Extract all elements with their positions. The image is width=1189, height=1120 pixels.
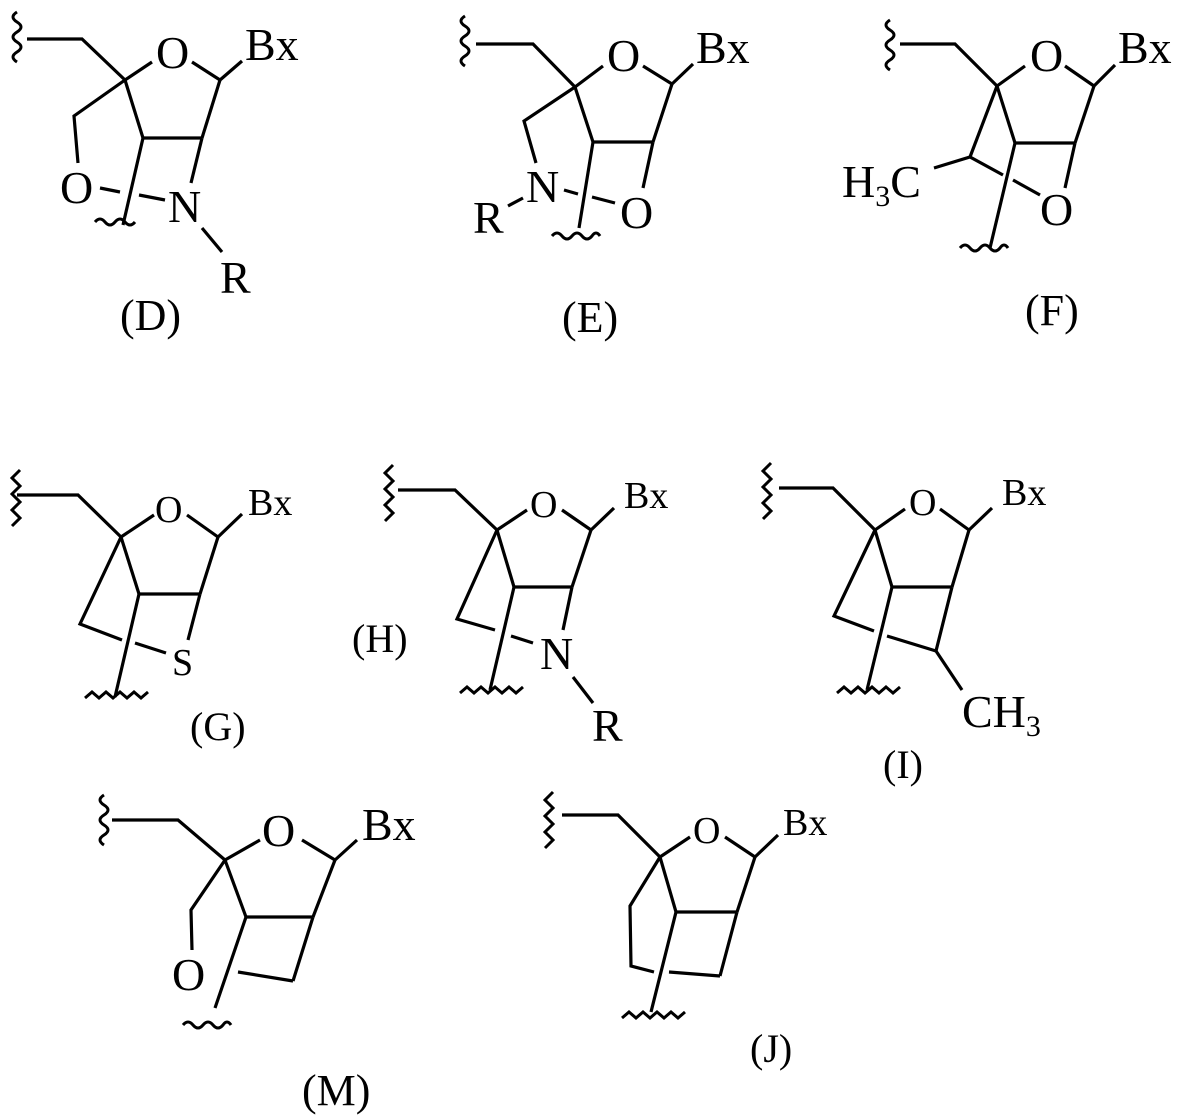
base-label: Bx [783,802,827,844]
ring-oxygen: O [1030,30,1063,81]
ring-oxygen: O [530,484,557,526]
nitrogen: N [540,628,573,679]
r-group: R [220,252,251,303]
wavy-bond-icon [181,1020,233,1030]
structure-i: O Bx CH3 (I) [760,461,1046,787]
wavy-bond-icon [11,10,23,64]
wavy-bond-icon [550,231,602,241]
structure-f: O Bx H3C O (F) [842,18,1172,335]
wavy-bond-icon [958,243,1010,253]
ring-oxygen: O [262,805,295,856]
wavy-bond-icon [382,463,396,523]
wavy-bond-icon [93,217,137,227]
bridge-oxygen: O [620,187,653,238]
base-label: Bx [696,22,750,73]
structure-j: O Bx (J) [542,790,827,1071]
nitrogen: N [168,181,201,232]
structure-label: (E) [562,293,618,342]
structure-label: (M) [302,1066,370,1115]
ring-oxygen: O [156,27,189,78]
methyl-group: H3C [842,156,921,213]
structure-e: O Bx N R O (E) [459,14,750,342]
ring-oxygen: O [607,30,640,81]
wavy-bond-icon [98,793,110,847]
wavy-bond-icon [621,1010,686,1020]
base-label: Bx [624,475,668,517]
structure-label: (F) [1025,286,1079,335]
structure-d: O Bx O N R (D) [11,10,299,340]
methyl-group: CH3 [962,686,1041,743]
bridge-oxygen: O [1040,184,1073,235]
ring-oxygen: O [693,810,720,852]
base-label: Bx [245,19,299,70]
wavy-bond-icon [760,461,774,521]
structure-label: (G) [190,704,246,749]
wavy-bond-icon [542,790,556,850]
base-label: Bx [1118,22,1172,73]
wavy-bond-icon [459,685,524,695]
r-group: R [473,192,504,243]
ring-oxygen: O [909,482,936,524]
base-label: Bx [248,482,292,524]
nitrogen: N [526,161,559,212]
base-label: Bx [362,799,416,850]
wavy-bond-icon [84,690,149,700]
structure-label: (I) [883,742,923,787]
wavy-bond-icon [884,18,896,72]
ring-oxygen: O [155,489,182,531]
structure-label: (D) [120,291,181,340]
structure-label: (J) [750,1026,792,1071]
structure-h: O Bx N R (H) [352,463,668,751]
bridge-oxygen: O [172,949,205,1000]
wavy-bond-icon [9,468,23,528]
sulfur: S [172,642,193,684]
base-label: Bx [1002,472,1046,514]
r-group: R [592,700,623,751]
bridge-oxygen: O [60,162,93,213]
wavy-bond-icon [459,14,471,68]
structure-label: (H) [352,616,408,661]
structure-m: O Bx O (M) [98,793,416,1115]
wavy-bond-icon [836,685,901,695]
structure-g: O Bx S (G) [9,468,292,749]
